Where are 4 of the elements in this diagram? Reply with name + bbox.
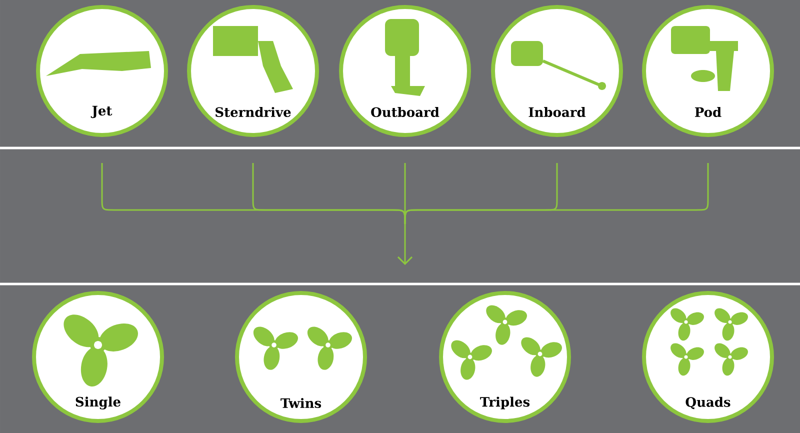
connector-line — [252, 163, 406, 224]
arrow — [397, 224, 413, 265]
connector-line — [404, 163, 406, 224]
connector-line — [404, 163, 709, 224]
